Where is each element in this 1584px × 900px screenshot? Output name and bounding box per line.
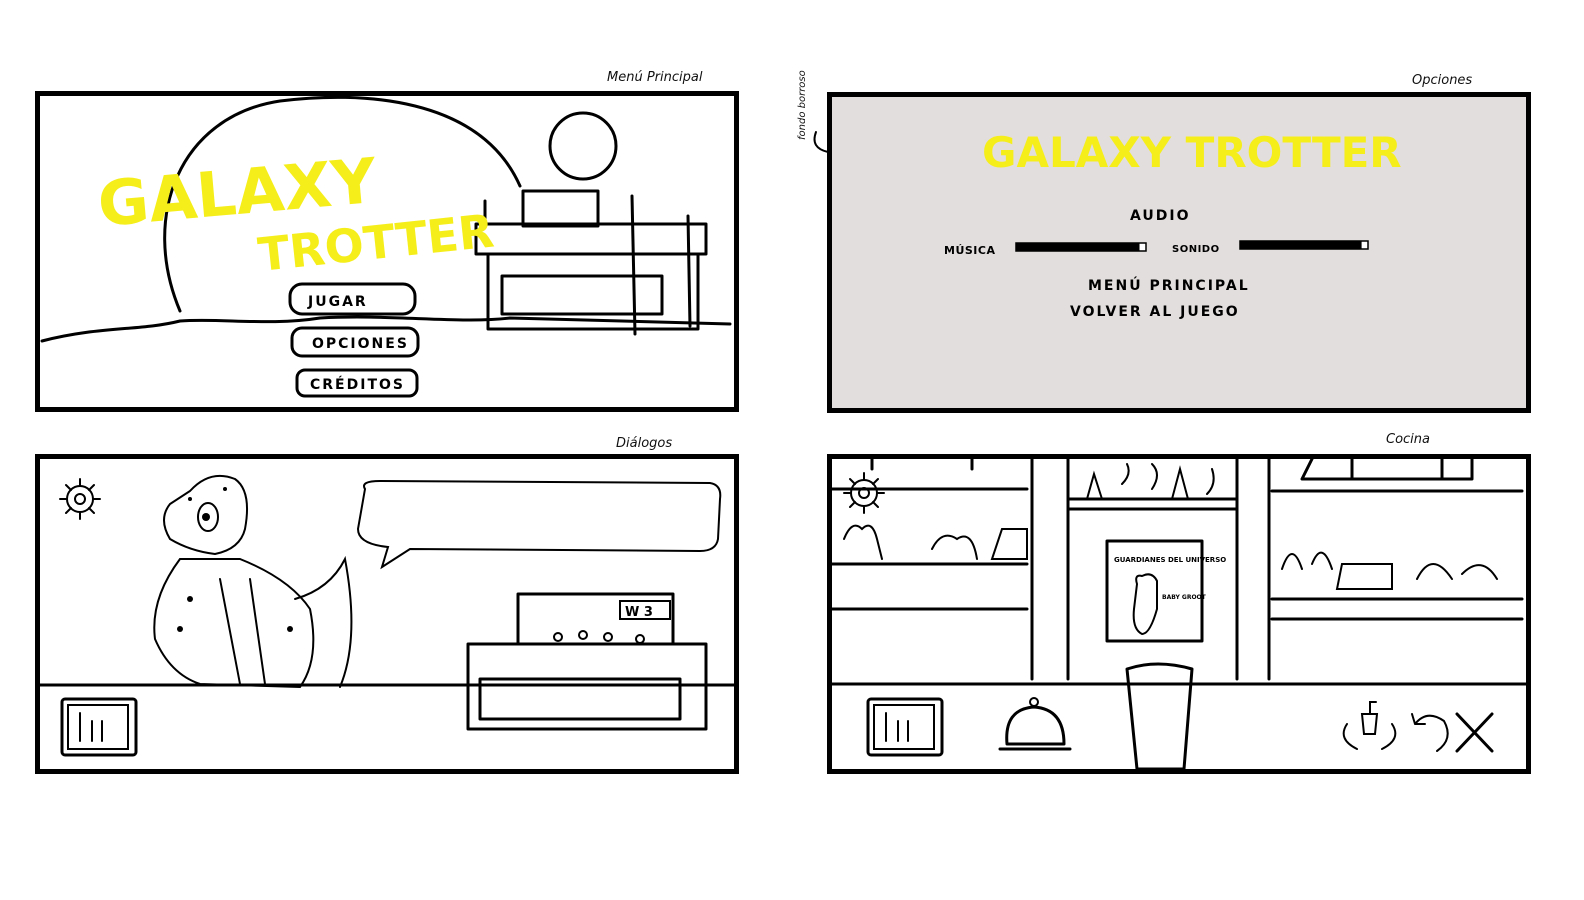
poster: GUARDIANES DEL UNIVERSO BABY GROOT (1105, 539, 1226, 643)
music-label: MÚSICA (944, 244, 995, 257)
play-button[interactable]: JUGAR (288, 282, 417, 316)
building (474, 189, 708, 336)
music-slider[interactable] (1015, 242, 1147, 252)
options-title: GALAXY TROTTER (982, 128, 1402, 177)
ground-line (40, 315, 732, 343)
service-bell-icon[interactable] (998, 697, 1072, 751)
blurred-background-note: fondo borroso (797, 70, 808, 140)
shelves (832, 459, 1524, 681)
svg-text:CRÉDITOS: CRÉDITOS (310, 376, 405, 393)
speech-bubble (356, 479, 722, 570)
serve-drink-icon[interactable] (1342, 701, 1397, 750)
svg-text:JUGAR: JUGAR (307, 294, 368, 310)
credits-button[interactable]: CRÉDITOS (295, 368, 419, 398)
close-icon[interactable] (1455, 712, 1494, 753)
panel-kitchen: GUARDIANES DEL UNIVERSO BABY GROOT (827, 454, 1531, 774)
cup (1125, 662, 1194, 769)
main-menu-link[interactable]: MENÚ PRINCIPAL (1088, 276, 1250, 294)
resume-game-link[interactable]: VOLVER AL JUEGO (1070, 304, 1240, 320)
moon (548, 111, 618, 181)
settings-gear-icon[interactable] (59, 478, 101, 520)
alien-character (153, 475, 353, 689)
panel-options: GALAXY TROTTER AUDIO MÚSICA SONIDO MENÚ … (827, 92, 1531, 413)
panel-main-menu: GALAXY TROTTER JUGAR OPCIONES CRÉDITOS (35, 91, 739, 412)
settings-gear-icon[interactable] (843, 472, 885, 514)
undo-icon[interactable] (1411, 713, 1449, 752)
planet-outline (163, 96, 522, 313)
svg-text:OPCIONES: OPCIONES (312, 336, 409, 352)
options-button[interactable]: OPCIONES (290, 326, 420, 358)
caption-kitchen: Cocina (1386, 432, 1430, 447)
tablet-icon[interactable] (60, 697, 138, 757)
panel-dialogs: W 3 (35, 454, 739, 774)
poster-title: GUARDIANES DEL UNIVERSO (1114, 556, 1226, 564)
audio-heading: AUDIO (1130, 208, 1191, 224)
sound-slider[interactable] (1239, 240, 1369, 250)
caption-dialogs: Diálogos (616, 436, 673, 451)
poster-note: BABY GROOT (1162, 594, 1207, 601)
sound-label: SONIDO (1172, 244, 1220, 255)
register-sign: W 3 (625, 605, 653, 620)
caption-options: Opciones (1412, 73, 1473, 88)
caption-main-menu: Menú Principal (607, 70, 703, 85)
cash-register: W 3 (466, 592, 708, 731)
tablet-icon[interactable] (866, 697, 944, 757)
